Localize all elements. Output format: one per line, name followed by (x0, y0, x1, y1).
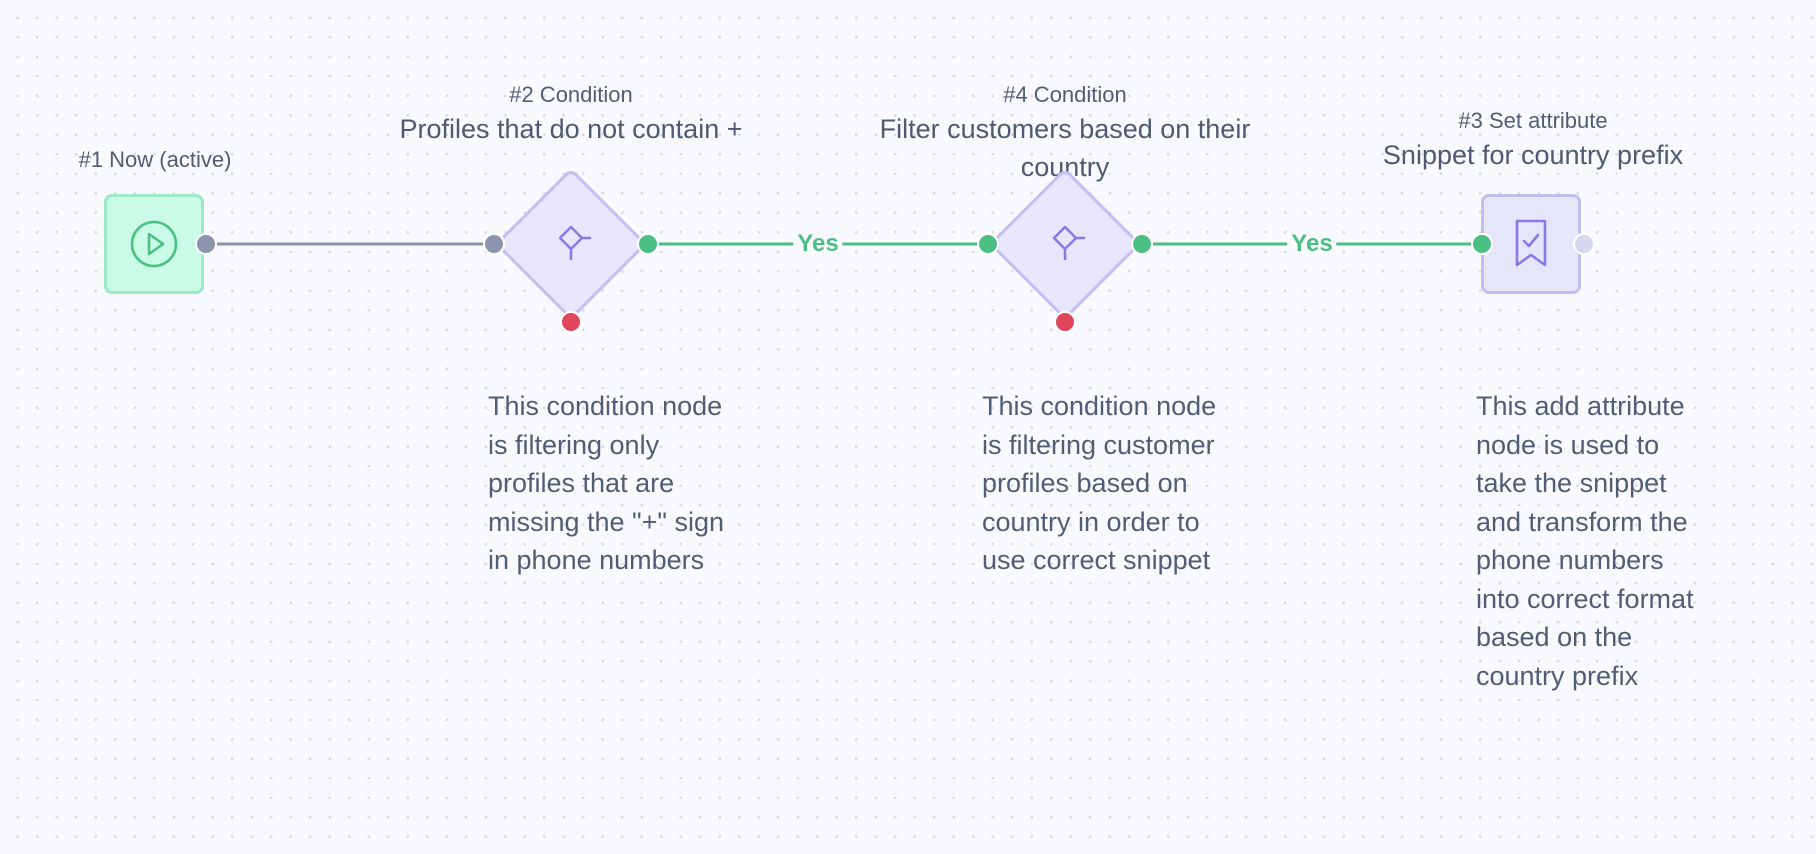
node-4-number: #4 Condition (1003, 82, 1127, 107)
start-node[interactable] (104, 194, 204, 294)
edge-label-yes: Yes (793, 230, 843, 258)
condition-4-input-handle[interactable] (977, 233, 999, 255)
node-4-description: This condition node is filtering custome… (982, 391, 1217, 575)
node-2-title: Profiles that do not contain + (399, 114, 743, 144)
condition-2-yes-handle[interactable] (637, 233, 659, 255)
set-attribute-input-handle[interactable] (1471, 233, 1493, 255)
edge-label-yes: Yes (1287, 230, 1337, 258)
condition-4-no-handle[interactable] (1054, 311, 1076, 333)
node-2-number: #2 Condition (509, 82, 633, 107)
condition-2-input-handle[interactable] (483, 233, 505, 255)
node-1-number: #1 Now (active) (78, 147, 232, 172)
set-attribute-output-handle[interactable] (1573, 233, 1595, 255)
node-2-description: This condition node is filtering only pr… (488, 391, 725, 575)
condition-icon (1052, 225, 1086, 261)
node-3-description: This add attribute node is used to take … (1476, 391, 1694, 691)
condition-icon (558, 225, 592, 261)
node-3-number: #3 Set attribute (1458, 108, 1608, 133)
set-attribute-node[interactable] (1481, 194, 1581, 294)
condition-2-no-handle[interactable] (560, 311, 582, 333)
play-icon (130, 220, 178, 268)
start-node-output-handle[interactable] (195, 233, 217, 255)
bookmark-check-icon (1515, 219, 1547, 267)
node-3-title: Snippet for country prefix (1382, 140, 1684, 170)
condition-4-yes-handle[interactable] (1131, 233, 1153, 255)
